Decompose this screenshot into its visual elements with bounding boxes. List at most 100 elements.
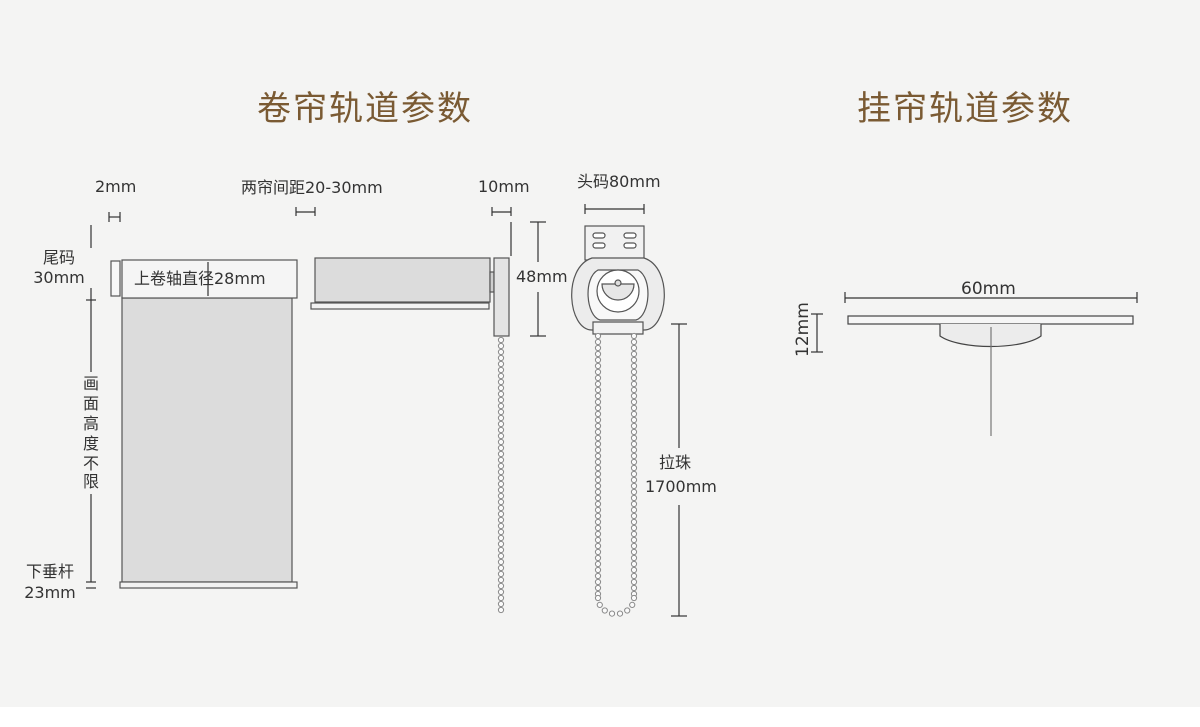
chain-bead xyxy=(630,332,638,340)
chain-bead xyxy=(594,530,602,538)
chain-bead xyxy=(630,374,638,382)
label-spacing: 两帘间距20-30mm xyxy=(241,178,383,197)
chain-bead xyxy=(594,464,602,472)
chain-bead xyxy=(497,402,505,410)
chain-bead xyxy=(594,560,602,568)
label-fabric-height-3: 高 xyxy=(82,414,99,433)
chain-guide xyxy=(592,321,644,335)
tail-end-cap xyxy=(110,260,121,297)
chain-bead xyxy=(594,440,602,448)
label-tail-code-line2: 30mm xyxy=(33,268,85,287)
label-head-code: 头码80mm xyxy=(577,172,661,191)
chain-bead xyxy=(630,416,638,424)
chain-bead xyxy=(497,354,505,362)
chain-bead xyxy=(594,410,602,418)
clutch-wheel-cover xyxy=(601,283,635,301)
chain-bead xyxy=(497,522,505,530)
label-fabric-height-5: 不 xyxy=(82,454,99,473)
chain-bead xyxy=(630,362,638,370)
chain-bead xyxy=(629,601,636,609)
chain-bead xyxy=(594,386,602,394)
label-tail-code-line1: 尾码 xyxy=(42,248,75,267)
label-fabric-height-4: 度 xyxy=(82,434,99,453)
label-bottom-bar-line1: 下垂杆 xyxy=(25,562,74,581)
hanging-track-drawing xyxy=(811,292,1138,436)
hanging-rail xyxy=(847,315,1134,325)
chain-bead xyxy=(594,548,602,556)
chain-bead xyxy=(630,356,638,364)
label-48mm: 48mm xyxy=(516,267,568,286)
chain-bead xyxy=(630,386,638,394)
chain-bead xyxy=(594,380,602,388)
chain-bead xyxy=(497,396,505,404)
chain-bead xyxy=(630,404,638,412)
chain-bead xyxy=(630,398,638,406)
chain-bead xyxy=(630,446,638,454)
chain-bead xyxy=(594,344,602,352)
chain-bead xyxy=(608,610,616,617)
chain-bead xyxy=(497,366,505,374)
control-end-bracket xyxy=(493,257,510,337)
chain-bead xyxy=(630,578,638,586)
chain-bead xyxy=(594,482,602,490)
chain-bead xyxy=(497,528,505,536)
label-fabric-height-6: 限 xyxy=(82,472,99,491)
chain-bead xyxy=(630,536,638,544)
chain-bead xyxy=(630,548,638,556)
roller-track-title: 卷帘轨道参数 xyxy=(257,89,473,129)
chain-bead xyxy=(594,536,602,544)
chain-bead xyxy=(630,410,638,418)
bead-chain-loop xyxy=(594,332,638,617)
chain-bead xyxy=(594,494,602,502)
chain-bead xyxy=(630,452,638,460)
chain-bead xyxy=(630,470,638,478)
chain-bead xyxy=(497,480,505,488)
chain-bead xyxy=(497,462,505,470)
chain-bead xyxy=(594,368,602,376)
label-fabric-height-1: 画 xyxy=(82,374,99,393)
chain-bead xyxy=(630,572,638,580)
chain-bead xyxy=(594,476,602,484)
chain-bead xyxy=(594,422,602,430)
chain-bead xyxy=(497,594,505,602)
label-bottom-bar-line2: 23mm xyxy=(24,583,76,602)
chain-bead xyxy=(630,488,638,496)
chain-bead xyxy=(594,350,602,358)
diagram-panel: 卷帘轨道参数 挂帘轨道参数 xyxy=(0,0,1200,707)
chain-bead xyxy=(594,398,602,406)
chain-bead xyxy=(594,566,602,574)
chain-bead xyxy=(594,392,602,400)
chain-bead xyxy=(630,506,638,514)
chain-bead xyxy=(630,554,638,562)
chain-bead xyxy=(594,458,602,466)
hanging-track-title: 挂帘轨道参数 xyxy=(857,89,1073,129)
chain-bead xyxy=(594,452,602,460)
chain-bead xyxy=(594,446,602,454)
bottom-bar xyxy=(119,581,298,589)
chain-bead xyxy=(497,456,505,464)
chain-bead xyxy=(497,492,505,500)
chain-bead xyxy=(497,540,505,548)
chain-bead xyxy=(630,350,638,358)
chain-bead xyxy=(630,482,638,490)
chain-bead xyxy=(497,600,505,608)
chain-bead xyxy=(630,512,638,520)
chain-bead xyxy=(630,530,638,538)
chain-bead xyxy=(594,428,602,436)
chain-bead xyxy=(497,534,505,542)
chain-bead xyxy=(594,488,602,496)
chain-bead xyxy=(497,564,505,572)
chain-bead xyxy=(497,450,505,458)
chain-bead xyxy=(497,360,505,368)
chain-bead xyxy=(594,506,602,514)
chain-bead xyxy=(497,498,505,506)
chain-bead xyxy=(497,390,505,398)
chain-bead xyxy=(630,392,638,400)
chain-bead xyxy=(497,444,505,452)
chain-bead xyxy=(497,420,505,428)
head-bracket xyxy=(571,225,665,335)
chain-bead xyxy=(630,434,638,442)
roller-shaft xyxy=(121,259,298,299)
chain-bead xyxy=(594,524,602,532)
